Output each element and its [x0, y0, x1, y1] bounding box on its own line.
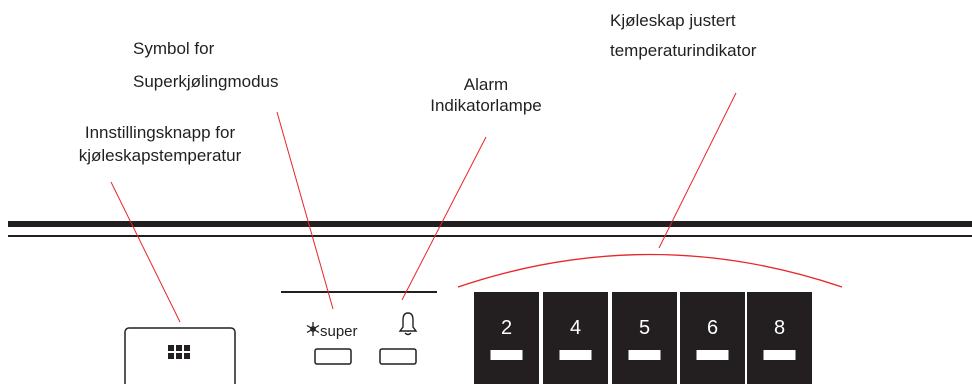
super-cooling-symbol: super — [306, 322, 358, 340]
temperature-indicator-lamp — [696, 350, 729, 360]
callout-line: Innstillingsknapp for — [84, 123, 236, 142]
snowflake-icon — [306, 322, 320, 336]
super-cooling-lamp — [314, 348, 352, 365]
super-label: super — [320, 323, 358, 340]
leader-line-super-symbol — [276, 111, 334, 310]
temperature-value-label: 2 — [501, 317, 512, 339]
temperature-value-label: 6 — [707, 317, 718, 339]
temperature-indicator-4: 4 — [543, 292, 608, 384]
leader-line-temp-button — [110, 181, 181, 323]
callout-super-cooling-symbol: Symbol for Superkjølingmodus — [133, 36, 279, 94]
leader-line-temp-indicator — [658, 92, 737, 249]
temperature-block — [474, 292, 539, 384]
callout-alarm-lamp: Alarm Indikatorlampe — [398, 74, 574, 116]
temperature-indicator-lamp — [628, 350, 661, 360]
temperature-indicator-lamp — [490, 350, 523, 360]
callout-line: kjøleskapstemperatur — [78, 146, 242, 165]
alarm-indicator-lamp — [379, 348, 417, 365]
temperature-block — [680, 292, 745, 384]
callout-line: Indikatorlampe — [430, 96, 542, 115]
temperature-indicator-lamp — [763, 350, 796, 360]
callout-fridge-temp-indicator: Kjøleskap justert temperaturindikator — [610, 8, 756, 63]
temperature-indicator-6: 6 — [680, 292, 745, 384]
callout-line: Kjøleskap justert — [610, 11, 736, 30]
panel-top-edge-thick — [8, 221, 972, 227]
leader-line-alarm — [401, 136, 487, 301]
temperature-value-label: 8 — [774, 317, 785, 339]
bell-icon — [398, 312, 418, 336]
temperature-indicator-8: 8 — [747, 292, 812, 384]
temperature-block — [543, 292, 608, 384]
callout-line: Superkjølingmodus — [133, 72, 279, 91]
temperature-block — [747, 292, 812, 384]
temperature-value-label: 5 — [639, 317, 650, 339]
leader-lines — [110, 92, 737, 323]
temperature-indicator-5: 5 — [612, 292, 677, 384]
temperature-indicator-2: 2 — [474, 292, 539, 384]
temperature-indicator-lamp — [559, 350, 592, 360]
temperature-value-label: 4 — [570, 317, 581, 339]
callout-temp-setting-button: Innstillingsknapp for kjøleskapstemperat… — [44, 121, 276, 167]
callout-line: Alarm — [463, 75, 509, 94]
grid-icon — [168, 345, 190, 359]
temperature-block — [612, 292, 677, 384]
temperature-indicator-scale: 2 4 5 6 8 — [474, 292, 812, 384]
callout-line: temperaturindikator — [610, 41, 757, 60]
temp-setting-button[interactable] — [124, 327, 236, 384]
callout-line: Symbol for — [133, 39, 215, 58]
temperature-range-arc — [457, 253, 843, 288]
